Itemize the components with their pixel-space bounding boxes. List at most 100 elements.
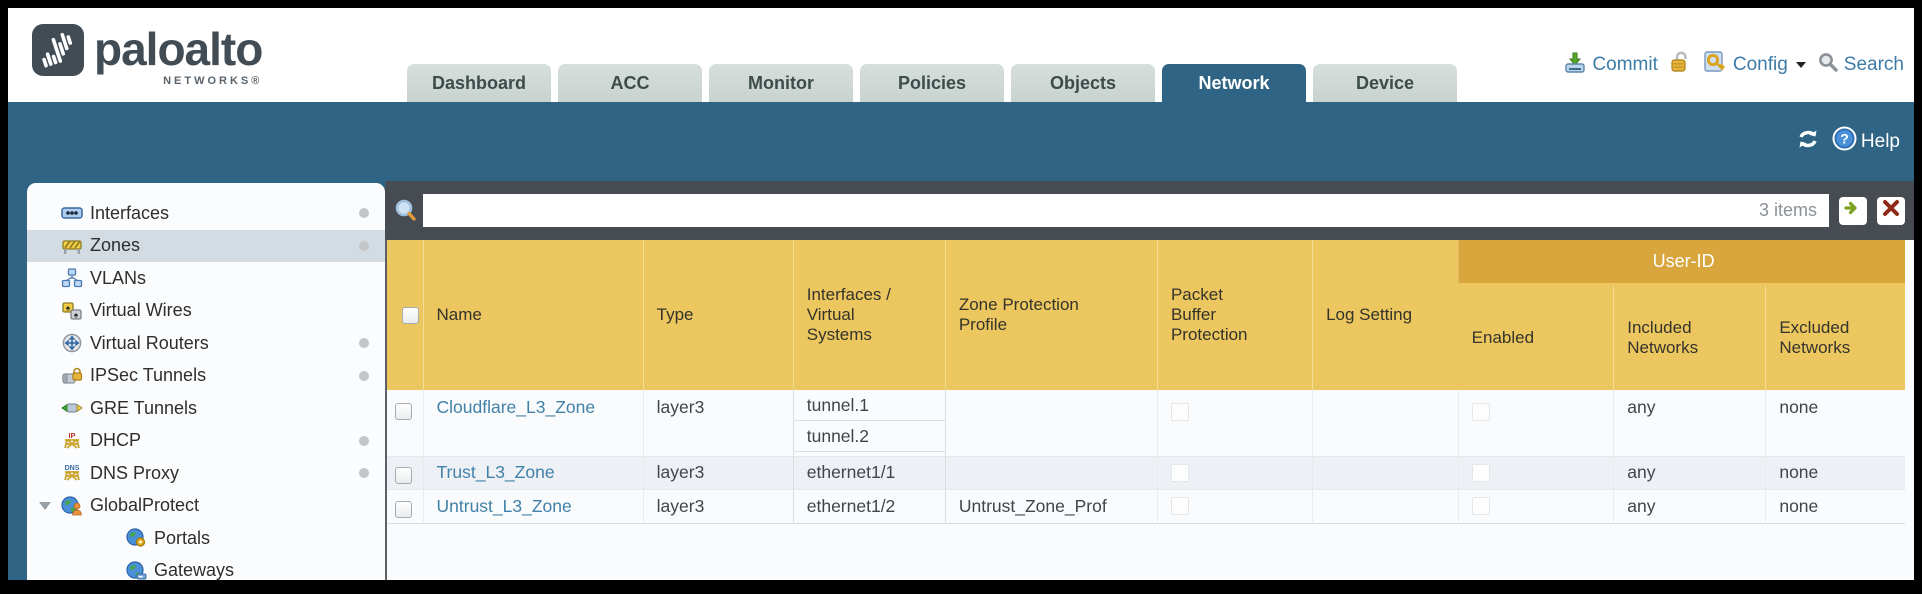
sidebar-item-virtual-routers[interactable]: Virtual Routers — [27, 327, 385, 360]
column-header-excluded-networks[interactable]: Excluded Networks — [1765, 284, 1905, 390]
table-row: Untrust_L3_Zone layer3 ethernet1/2 Untru… — [387, 489, 1905, 523]
status-dot — [359, 240, 369, 251]
sidebar-item-interfaces[interactable]: Interfaces — [27, 197, 385, 230]
log-setting-cell — [1312, 390, 1459, 456]
paloalto-logo: paloalto NETWORKS® — [32, 23, 263, 87]
brand-sub: NETWORKS® — [163, 75, 263, 87]
sidebar-item-gateways[interactable]: Gateways — [27, 555, 385, 580]
tab-monitor[interactable]: Monitor — [709, 64, 853, 102]
help-button[interactable]: ? Help — [1832, 126, 1900, 157]
svg-text:♠: ♠ — [66, 303, 71, 312]
refresh-button[interactable] — [1794, 127, 1822, 157]
sidebar-item-dhcp[interactable]: IP DHCP — [27, 425, 385, 458]
log-setting-cell — [1312, 456, 1459, 489]
filter-bar: 3 items — [385, 181, 1914, 240]
top-header: paloalto NETWORKS® Dashboard ACC Monitor… — [8, 8, 1914, 102]
excluded-networks-cell: none — [1765, 489, 1905, 523]
excluded-networks-cell: none — [1765, 456, 1905, 489]
sidebar-item-ipsec-tunnels[interactable]: IPSec Tunnels — [27, 360, 385, 393]
green-arrow-icon — [1843, 198, 1863, 223]
brand-name: paloalto — [94, 23, 263, 75]
svg-text:IP: IP — [68, 431, 75, 440]
table-row: Trust_L3_Zone layer3 ethernet1/1 any non… — [387, 456, 1905, 489]
user-id-enabled-checkbox — [1472, 463, 1491, 482]
config-menu[interactable]: Config — [1702, 50, 1806, 80]
row-checkbox[interactable] — [395, 467, 412, 484]
main-tabs: Dashboard ACC Monitor Policies Objects N… — [407, 64, 1464, 102]
svg-text:DNS: DNS — [65, 465, 80, 472]
refresh-icon — [1794, 127, 1822, 157]
zone-name-link[interactable]: Trust_L3_Zone — [436, 462, 555, 482]
zones-table-area: Name Type Interfaces / Virtual Systems Z… — [385, 240, 1914, 580]
column-header-log-setting[interactable]: Log Setting — [1312, 240, 1459, 390]
status-dot — [359, 208, 369, 219]
apply-filter-button[interactable] — [1839, 196, 1867, 225]
included-networks-cell: any — [1613, 390, 1766, 456]
status-dot — [359, 468, 369, 479]
svg-text:?: ? — [1840, 131, 1849, 147]
collapse-triangle-icon[interactable] — [39, 501, 51, 510]
tab-device[interactable]: Device — [1313, 64, 1457, 102]
zones-icon — [61, 236, 83, 256]
sidebar-item-globalprotect[interactable]: GlobalProtect — [27, 490, 385, 523]
zone-interfaces-cell: ethernet1/2 — [792, 489, 946, 523]
svg-text:♠: ♠ — [74, 310, 79, 319]
gre-tunnels-icon — [61, 398, 83, 418]
zones-table: Name Type Interfaces / Virtual Systems Z… — [387, 240, 1905, 524]
zone-name-link[interactable]: Cloudflare_L3_Zone — [436, 397, 596, 417]
interface-item: tunnel.2 — [794, 421, 945, 452]
tab-network[interactable]: Network — [1162, 64, 1306, 102]
column-group-user-id: User-ID — [1458, 240, 1905, 286]
network-nav-sidebar: Interfaces Zones VLANs — [27, 183, 385, 580]
tab-dashboard[interactable]: Dashboard — [407, 64, 551, 102]
header-actions: Commit Config — [1563, 50, 1904, 80]
tab-acc[interactable]: ACC — [558, 64, 702, 102]
user-id-enabled-checkbox — [1472, 497, 1491, 515]
column-header-zone-protection-profile[interactable]: Zone Protection Profile — [944, 240, 1158, 390]
global-search-button[interactable]: Search — [1817, 51, 1904, 79]
included-networks-cell: any — [1613, 456, 1766, 489]
row-checkbox[interactable] — [395, 403, 412, 420]
sidebar-item-vlans[interactable]: VLANs — [27, 262, 385, 295]
excluded-networks-cell: none — [1765, 390, 1905, 456]
column-header-included-networks[interactable]: Included Networks — [1613, 284, 1766, 390]
filter-input-wrap: 3 items — [423, 194, 1829, 227]
sidebar-item-dns-proxy[interactable]: DNS DNS Proxy — [27, 457, 385, 490]
column-header-enabled[interactable]: Enabled — [1458, 284, 1614, 390]
red-x-icon — [1881, 198, 1901, 223]
sidebar-item-portals[interactable]: Portals — [27, 522, 385, 555]
paloalto-logo-icon — [32, 24, 84, 81]
chevron-down-icon — [1795, 62, 1806, 68]
content-area: ? Help Interfaces — [8, 102, 1914, 580]
column-header-name[interactable]: Name — [422, 240, 644, 390]
column-header-interfaces[interactable]: Interfaces / Virtual Systems — [792, 240, 946, 390]
tab-policies[interactable]: Policies — [860, 64, 1004, 102]
main-column: 3 items — [385, 102, 1914, 580]
portals-icon — [125, 528, 147, 548]
interfaces-icon — [61, 203, 83, 223]
filter-input[interactable] — [423, 194, 1829, 227]
virtual-wires-icon: ♠♠ — [61, 301, 83, 321]
commit-button[interactable]: Commit — [1563, 50, 1658, 80]
row-checkbox[interactable] — [395, 500, 412, 518]
search-icon — [1817, 51, 1839, 79]
sidebar-item-gre-tunnels[interactable]: GRE Tunnels — [27, 392, 385, 425]
status-dot — [359, 370, 369, 381]
column-header-type[interactable]: Type — [642, 240, 794, 390]
tab-objects[interactable]: Objects — [1011, 64, 1155, 102]
select-all-checkbox[interactable] — [402, 306, 419, 324]
sidebar-item-virtual-wires[interactable]: ♠♠ Virtual Wires — [27, 295, 385, 328]
select-all-header — [387, 240, 424, 390]
commit-icon — [1563, 50, 1587, 80]
zone-name-link[interactable]: Untrust_L3_Zone — [436, 495, 572, 516]
column-header-packet-buffer-protection[interactable]: Packet Buffer Protection — [1156, 240, 1313, 390]
clear-filter-button[interactable] — [1877, 196, 1905, 225]
sidebar-item-zones[interactable]: Zones — [27, 229, 385, 262]
lock-icon[interactable] — [1669, 50, 1691, 80]
zone-interfaces-cell: tunnel.1 tunnel.2 — [792, 390, 946, 456]
dhcp-icon: IP — [61, 431, 83, 451]
zone-protection-profile-cell — [944, 390, 1158, 456]
dns-proxy-icon: DNS — [61, 463, 83, 483]
zone-protection-profile-cell — [944, 456, 1158, 489]
band-toolbar: ? Help — [1794, 126, 1900, 157]
